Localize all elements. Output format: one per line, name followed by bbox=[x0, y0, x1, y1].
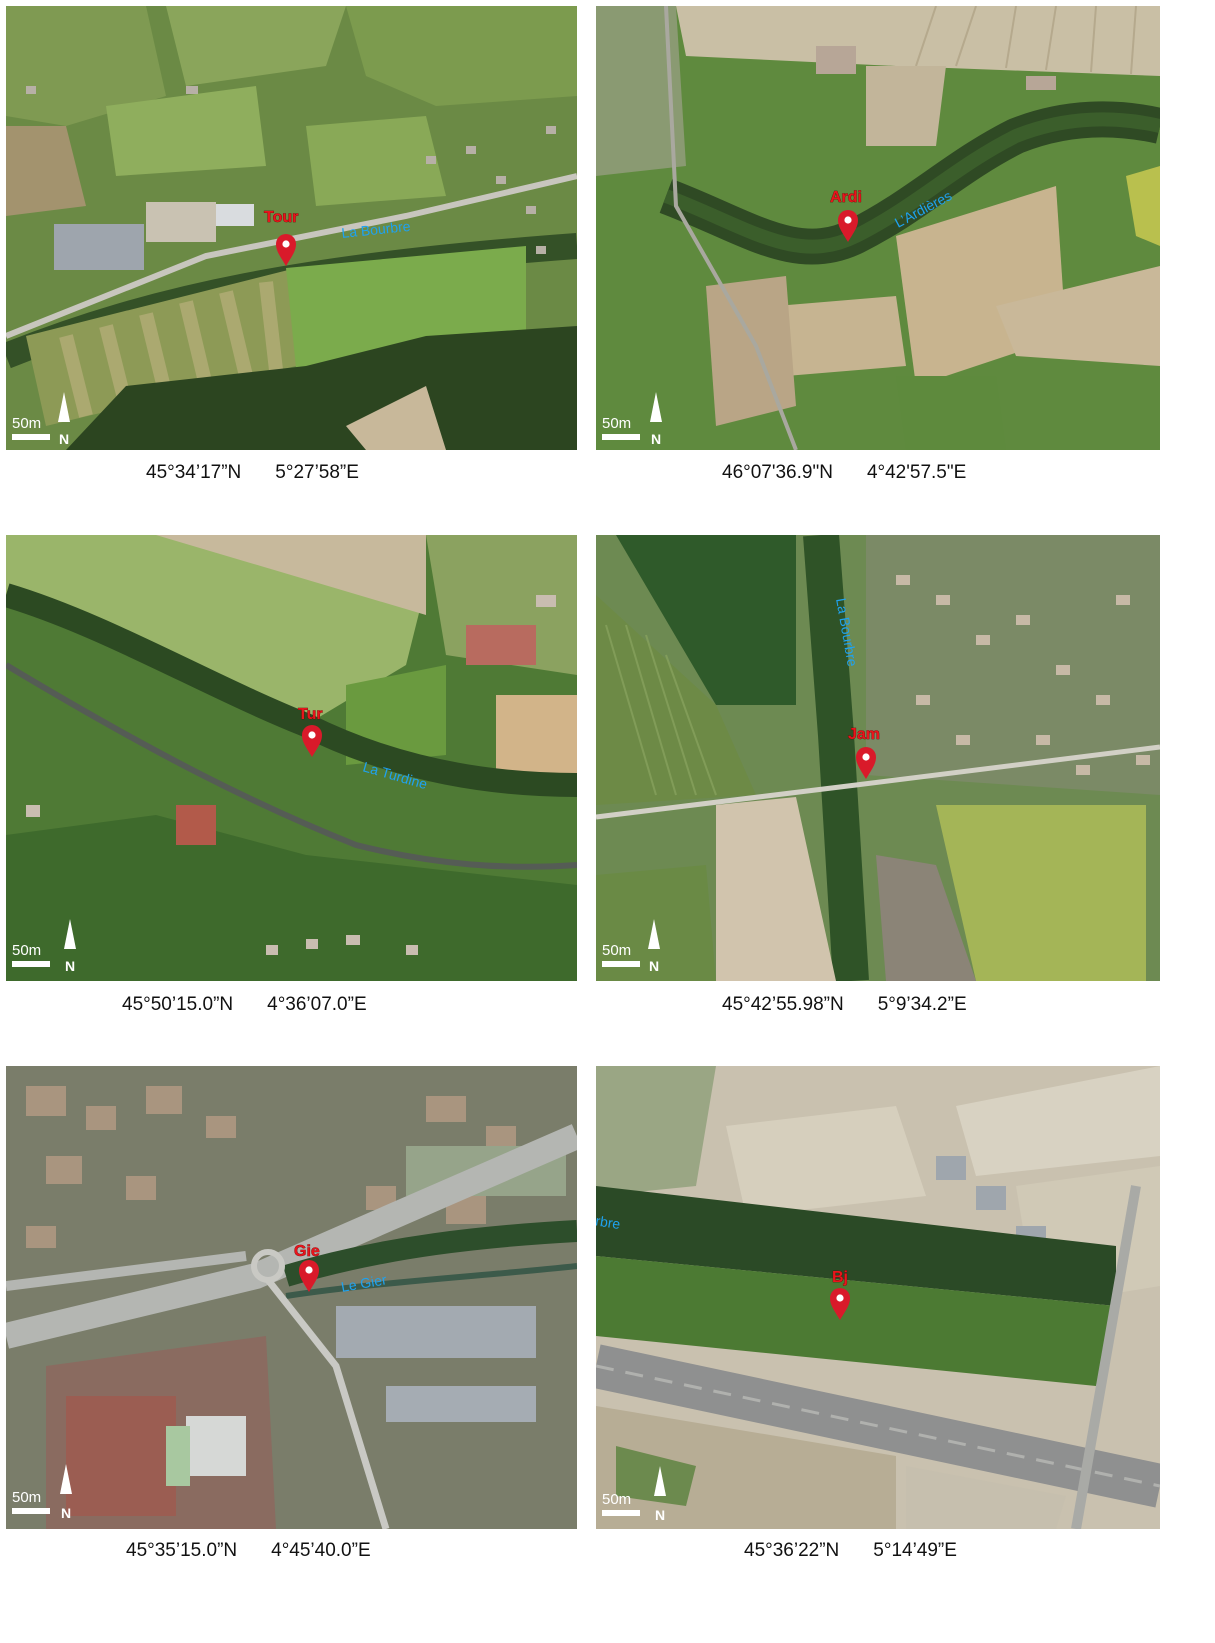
scale-label: 50m bbox=[602, 942, 631, 959]
latitude: 45°50’15.0”N bbox=[122, 994, 234, 1015]
location-pin-icon bbox=[856, 747, 876, 779]
aerial-photo-ardi: Ardi L’Ardières 50m N bbox=[596, 6, 1160, 450]
site-label: Tour bbox=[264, 209, 298, 226]
scale-bar bbox=[12, 961, 50, 967]
latitude: 46°07'36.9"N bbox=[722, 462, 833, 483]
location-pin-icon bbox=[302, 725, 322, 757]
location-pin-icon bbox=[838, 210, 858, 242]
north-label: N bbox=[65, 958, 75, 974]
aerial-photo-bj: Bj La Bourbre 50m N bbox=[596, 1066, 1160, 1529]
north-label: N bbox=[651, 431, 661, 447]
north-arrow-icon bbox=[64, 919, 76, 949]
north-arrow-icon bbox=[58, 392, 70, 422]
aerial-photo-tour: Tour La Bourbre 50m N bbox=[6, 6, 577, 450]
scale-label: 50m bbox=[12, 1489, 41, 1506]
coordinates: 45°50’15.0”N 4°36’07.0”E bbox=[122, 994, 367, 1016]
longitude: 4°45’40.0”E bbox=[271, 1540, 371, 1561]
coordinates: 46°07'36.9"N 4°42'57.5"E bbox=[722, 462, 966, 484]
river-label: La Bourbre bbox=[341, 218, 412, 241]
north-arrow-icon bbox=[650, 392, 662, 422]
location-pin-icon bbox=[299, 1260, 319, 1292]
latitude: 45°36’22”N bbox=[744, 1540, 840, 1561]
aerial-photo-tur: Tur La Turdine 50m N bbox=[6, 535, 577, 981]
latitude: 45°35’15.0”N bbox=[126, 1540, 238, 1561]
longitude: 4°42'57.5"E bbox=[866, 462, 967, 483]
longitude: 5°27’58”E bbox=[275, 462, 359, 483]
coordinates: 45°36’22”N 5°14’49”E bbox=[744, 1540, 957, 1562]
scale-label: 50m bbox=[602, 415, 631, 432]
latitude: 45°42’55.98”N bbox=[722, 994, 844, 1015]
north-label: N bbox=[61, 1505, 71, 1521]
north-arrow-icon bbox=[60, 1464, 72, 1494]
north-arrow-icon bbox=[654, 1466, 666, 1496]
coordinates: 45°42’55.98”N 5°9’34.2”E bbox=[722, 994, 967, 1016]
location-pin-icon bbox=[830, 1288, 850, 1320]
longitude: 5°9’34.2”E bbox=[877, 994, 967, 1015]
north-label: N bbox=[59, 431, 69, 447]
aerial-photo-gie: Gie Le Gier 50m N bbox=[6, 1066, 577, 1529]
north-label: N bbox=[655, 1507, 665, 1523]
scale-bar bbox=[12, 434, 50, 440]
scale-label: 50m bbox=[602, 1491, 631, 1508]
site-label: Jam bbox=[848, 726, 880, 743]
scale-bar bbox=[602, 961, 640, 967]
site-label: Gie bbox=[294, 1243, 320, 1260]
site-label: Tur bbox=[298, 706, 323, 723]
longitude: 4°36’07.0”E bbox=[267, 994, 367, 1015]
aerial-photo-jam: Jam La Bourbre 50m N bbox=[596, 535, 1160, 981]
location-pin-icon bbox=[276, 234, 296, 266]
site-label: Bj bbox=[832, 1269, 848, 1286]
coordinates: 45°35’15.0”N 4°45’40.0”E bbox=[126, 1540, 371, 1562]
coordinates: 45°34’17”N 5°27’58”E bbox=[146, 462, 359, 484]
river-label: Le Gier bbox=[340, 1271, 388, 1295]
scale-label: 50m bbox=[12, 942, 41, 959]
latitude: 45°34’17”N bbox=[146, 462, 242, 483]
scale-bar bbox=[602, 434, 640, 440]
scale-label: 50m bbox=[12, 415, 41, 432]
site-label: Ardi bbox=[830, 189, 862, 206]
scale-bar bbox=[602, 1510, 640, 1516]
scale-bar bbox=[12, 1508, 50, 1514]
longitude: 5°14’49”E bbox=[873, 1540, 957, 1561]
north-arrow-icon bbox=[648, 919, 660, 949]
north-label: N bbox=[649, 958, 659, 974]
